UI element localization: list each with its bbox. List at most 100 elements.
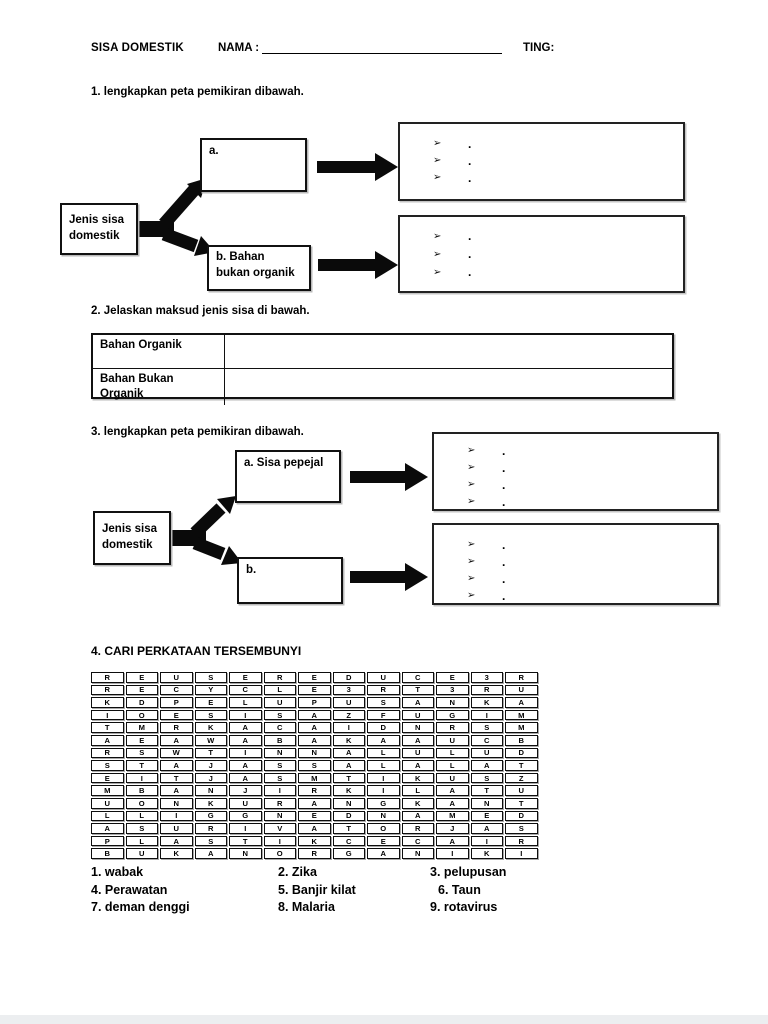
grid-cell: K [470, 848, 503, 859]
grid-cell: I [229, 823, 262, 834]
grid-cell: G [436, 709, 469, 721]
arrowhead-bullet-icon: ➢ [467, 590, 476, 601]
grid-cell: R [505, 835, 538, 847]
q3-root-label: Jenis sisa domestik [102, 523, 157, 551]
grid-cell: E [160, 709, 193, 721]
grid-cell: B [91, 848, 124, 859]
grid-cell: A [401, 697, 434, 708]
grid-cell: E [298, 672, 331, 683]
grid-cell: T [91, 722, 124, 733]
grid-cell: A [160, 785, 193, 796]
grid-cell: S [298, 760, 331, 771]
grid-cell: A [367, 848, 400, 859]
grid-cell: U [125, 848, 158, 859]
grid-cell: U [401, 709, 434, 721]
grid-cell: E [367, 835, 400, 847]
grid-cell: T [470, 785, 503, 796]
mindmap-1-arrows [136, 153, 398, 279]
term-label: Bahan Bukan Organik [100, 373, 174, 400]
table-term-cell: Bahan Bukan Organik [93, 369, 225, 405]
grid-cell: B [125, 785, 158, 796]
grid-cell: E [436, 672, 469, 683]
question-1-label: 1. lengkapkan peta pemikiran dibawah. [91, 86, 304, 98]
bullet-dot: . [502, 494, 506, 509]
arrowhead-bullet-icon: ➢ [467, 539, 476, 550]
grid-cell: A [298, 734, 331, 746]
q1-branch-b-box: b. Bahan bukan organik [207, 245, 311, 291]
grid-cell: A [229, 734, 262, 746]
grid-cell: S [263, 709, 296, 721]
table-definition-cell [225, 335, 672, 369]
grid-cell: I [263, 835, 296, 847]
answer-bullet: ➢. [467, 459, 717, 476]
q3-branch-a-box: a. Sisa pepejal [235, 450, 341, 503]
grid-cell: K [298, 835, 331, 847]
grid-cell: N [194, 785, 227, 796]
table-definition-cell [225, 369, 672, 405]
grid-cell: L [436, 760, 469, 771]
grid-cell: R [194, 823, 227, 834]
q3-root-box: Jenis sisa domestik [93, 511, 171, 565]
grid-cell: E [229, 672, 262, 683]
grid-cell: G [194, 810, 227, 822]
grid-cell: J [194, 772, 227, 784]
grid-cell: R [436, 722, 469, 733]
grid-cell: A [298, 823, 331, 834]
grid-cell: C [470, 734, 503, 746]
grid-cell: R [470, 684, 503, 696]
grid-cell: S [470, 722, 503, 733]
grid-cell: A [332, 760, 365, 771]
grid-cell: A [332, 747, 365, 759]
grid-cell: N [332, 797, 365, 809]
grid-cell: J [436, 823, 469, 834]
grid-cell: T [194, 747, 227, 759]
grid-cell: W [160, 747, 193, 759]
grid-cell: U [229, 797, 262, 809]
answer-bullet: ➢. [467, 476, 717, 493]
grid-cell: V [263, 823, 296, 834]
answer-bullet: ➢. [433, 135, 683, 152]
grid-cell: A [229, 722, 262, 733]
grid-cell: L [436, 747, 469, 759]
bullet-dot: . [502, 460, 506, 475]
grid-cell: S [470, 772, 503, 784]
arrowhead-bullet-icon: ➢ [467, 479, 476, 490]
q1-answer-box-b: ➢. ➢. ➢. [398, 215, 685, 293]
grid-cell: N [263, 810, 296, 822]
grid-cell: D [332, 810, 365, 822]
grid-cell: E [125, 684, 158, 696]
grid-cell: K [194, 722, 227, 733]
grid-cell: I [367, 772, 400, 784]
grid-cell: A [436, 797, 469, 809]
bullet-dot: . [502, 443, 506, 458]
grid-cell: C [401, 672, 434, 683]
name-label: NAMA : [218, 42, 260, 54]
grid-cell: A [91, 823, 124, 834]
grid-cell: L [367, 747, 400, 759]
grid-cell: K [470, 697, 503, 708]
grid-cell: C [332, 835, 365, 847]
arrowhead-bullet-icon: ➢ [433, 248, 442, 260]
grid-cell: M [505, 722, 538, 733]
arrowhead-bullet-icon: ➢ [467, 573, 476, 584]
word-list-item: 6. Taun [438, 882, 481, 897]
grid-cell: E [125, 734, 158, 746]
word-list-item: 2. Zika [278, 865, 317, 879]
grid-cell: U [436, 734, 469, 746]
grid-cell: S [505, 823, 538, 834]
grid-cell: L [91, 810, 124, 822]
grid-cell: P [160, 697, 193, 708]
answer-bullet: ➢. [467, 536, 717, 553]
grid-cell: D [367, 722, 400, 733]
grid-cell: R [367, 684, 400, 696]
grid-cell: R [160, 722, 193, 733]
grid-cell: S [194, 835, 227, 847]
grid-cell: K [91, 697, 124, 708]
q1-root-label: Jenis sisa domestik [69, 214, 124, 242]
grid-cell: D [505, 747, 538, 759]
q1-root-box: Jenis sisa domestik [60, 203, 138, 255]
grid-cell: N [401, 848, 434, 859]
arrowhead-bullet-icon: ➢ [433, 230, 442, 242]
bullet-dot: . [502, 588, 506, 603]
grid-cell: A [160, 734, 193, 746]
